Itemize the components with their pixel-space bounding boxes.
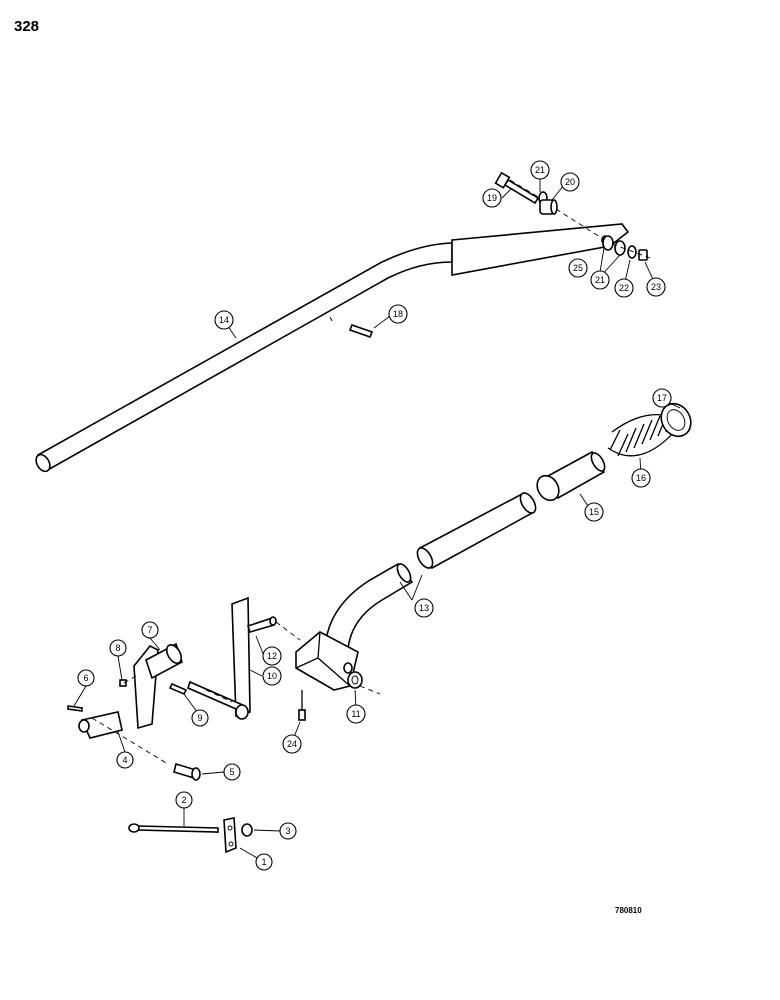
svg-text:25: 25	[573, 263, 583, 273]
callout-14: 14	[214, 310, 234, 330]
svg-text:5: 5	[229, 767, 234, 777]
callout-20: 20	[560, 172, 580, 192]
svg-text:22: 22	[619, 283, 629, 293]
lever-flat-end	[451, 223, 630, 276]
callout-11: 11	[346, 704, 366, 724]
nut-part-3	[241, 823, 253, 837]
washer-part-25	[602, 235, 614, 251]
roll-pin-part-18	[348, 323, 374, 339]
svg-text:12: 12	[267, 651, 277, 661]
svg-text:14: 14	[219, 315, 229, 325]
svg-text:15: 15	[589, 507, 599, 517]
shaft-tube-part-13	[416, 492, 537, 570]
nut-part-23	[638, 249, 648, 261]
callout-17: 17	[652, 388, 672, 408]
callout-9: 9	[191, 709, 209, 727]
svg-text:8: 8	[115, 643, 120, 653]
pin-part-12	[246, 616, 277, 633]
shaft-hub-block	[295, 631, 359, 691]
svg-text:21: 21	[535, 165, 545, 175]
bushing-part-15	[536, 450, 606, 502]
pedal-arm-part-10	[187, 596, 251, 720]
rod-part-2	[128, 823, 219, 833]
callout-15: 15	[584, 502, 604, 522]
drawing-code: 780810	[615, 906, 642, 915]
callout-2: 2	[175, 791, 193, 809]
svg-text:23: 23	[651, 282, 661, 292]
lever-tube-part-14	[35, 242, 453, 473]
clevis-pin-part-5	[173, 762, 201, 781]
bracket-part-1	[223, 817, 237, 854]
callout-4: 4	[116, 751, 134, 769]
svg-text:21: 21	[595, 275, 605, 285]
callout-16: 16	[631, 468, 651, 488]
callout-24: 24	[282, 734, 302, 754]
callout-1: 1	[255, 853, 273, 871]
svg-text:7: 7	[147, 625, 152, 635]
lockwasher-part-22	[627, 245, 637, 259]
cotter-pin-part-6	[67, 705, 83, 712]
roll-pin-part-9	[168, 682, 188, 696]
callout-21-upper: 21	[530, 160, 550, 180]
svg-text:19: 19	[487, 193, 497, 203]
svg-text:1: 1	[261, 857, 266, 867]
callout-6: 6	[77, 669, 95, 687]
bushing-part-20	[539, 199, 558, 215]
svg-text:9: 9	[197, 713, 202, 723]
svg-text:11: 11	[351, 709, 360, 719]
svg-text:2: 2	[181, 795, 186, 805]
callout-23: 23	[646, 277, 666, 297]
bolt-part-19	[494, 171, 540, 205]
link-part-7	[133, 642, 183, 730]
svg-text:3: 3	[285, 826, 290, 836]
callout-12: 12	[262, 646, 282, 666]
callout-21-lower: 21	[590, 270, 610, 290]
callout-10: 10	[262, 666, 282, 686]
callout-13: 13	[414, 598, 434, 618]
svg-text:10: 10	[267, 671, 277, 681]
svg-text:6: 6	[83, 673, 88, 683]
clevis-part-4	[78, 711, 123, 739]
svg-text:17: 17	[657, 393, 667, 403]
callout-5: 5	[223, 763, 241, 781]
callout-19: 19	[482, 188, 502, 208]
callout-22: 22	[614, 278, 634, 298]
svg-text:13: 13	[419, 603, 429, 613]
callout-18: 18	[388, 304, 408, 324]
svg-text:24: 24	[287, 739, 297, 749]
svg-text:16: 16	[636, 473, 646, 483]
callout-8: 8	[109, 639, 127, 657]
svg-text:18: 18	[393, 309, 403, 319]
page-number: 328	[14, 18, 40, 35]
shaft-bent-section	[325, 562, 414, 650]
svg-text:4: 4	[122, 755, 127, 765]
callout-25: 25	[568, 258, 588, 278]
washer-part-11	[347, 671, 363, 689]
svg-text:20: 20	[565, 177, 575, 187]
callout-7: 7	[141, 621, 159, 639]
grease-fitting-part-24	[298, 690, 306, 721]
set-screw-part-8	[119, 679, 127, 687]
callout-3: 3	[279, 822, 297, 840]
